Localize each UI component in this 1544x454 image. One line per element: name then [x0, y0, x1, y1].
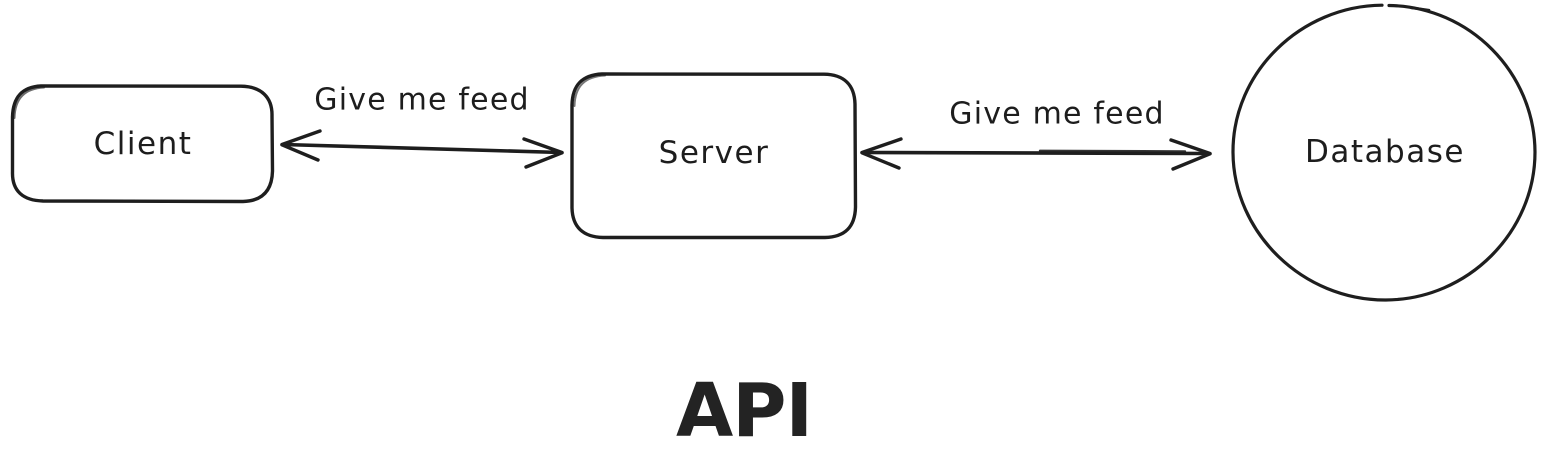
edge-label-server-database: Give me feed — [949, 96, 1165, 132]
node-label-server: Server — [658, 135, 770, 171]
edge-client-server-arrow[interactable] — [280, 129, 564, 169]
node-label-client: Client — [93, 126, 193, 162]
edge-server-database-arrow[interactable] — [860, 137, 1212, 171]
edge-label-client-server: Give me feed — [314, 82, 530, 118]
node-server-shape[interactable] — [570, 72, 858, 240]
node-label-database: Database — [1305, 134, 1465, 170]
node-client-shape[interactable] — [10, 84, 275, 204]
diagram-caption: API — [675, 368, 813, 454]
node-database-shape[interactable] — [1231, 3, 1537, 302]
